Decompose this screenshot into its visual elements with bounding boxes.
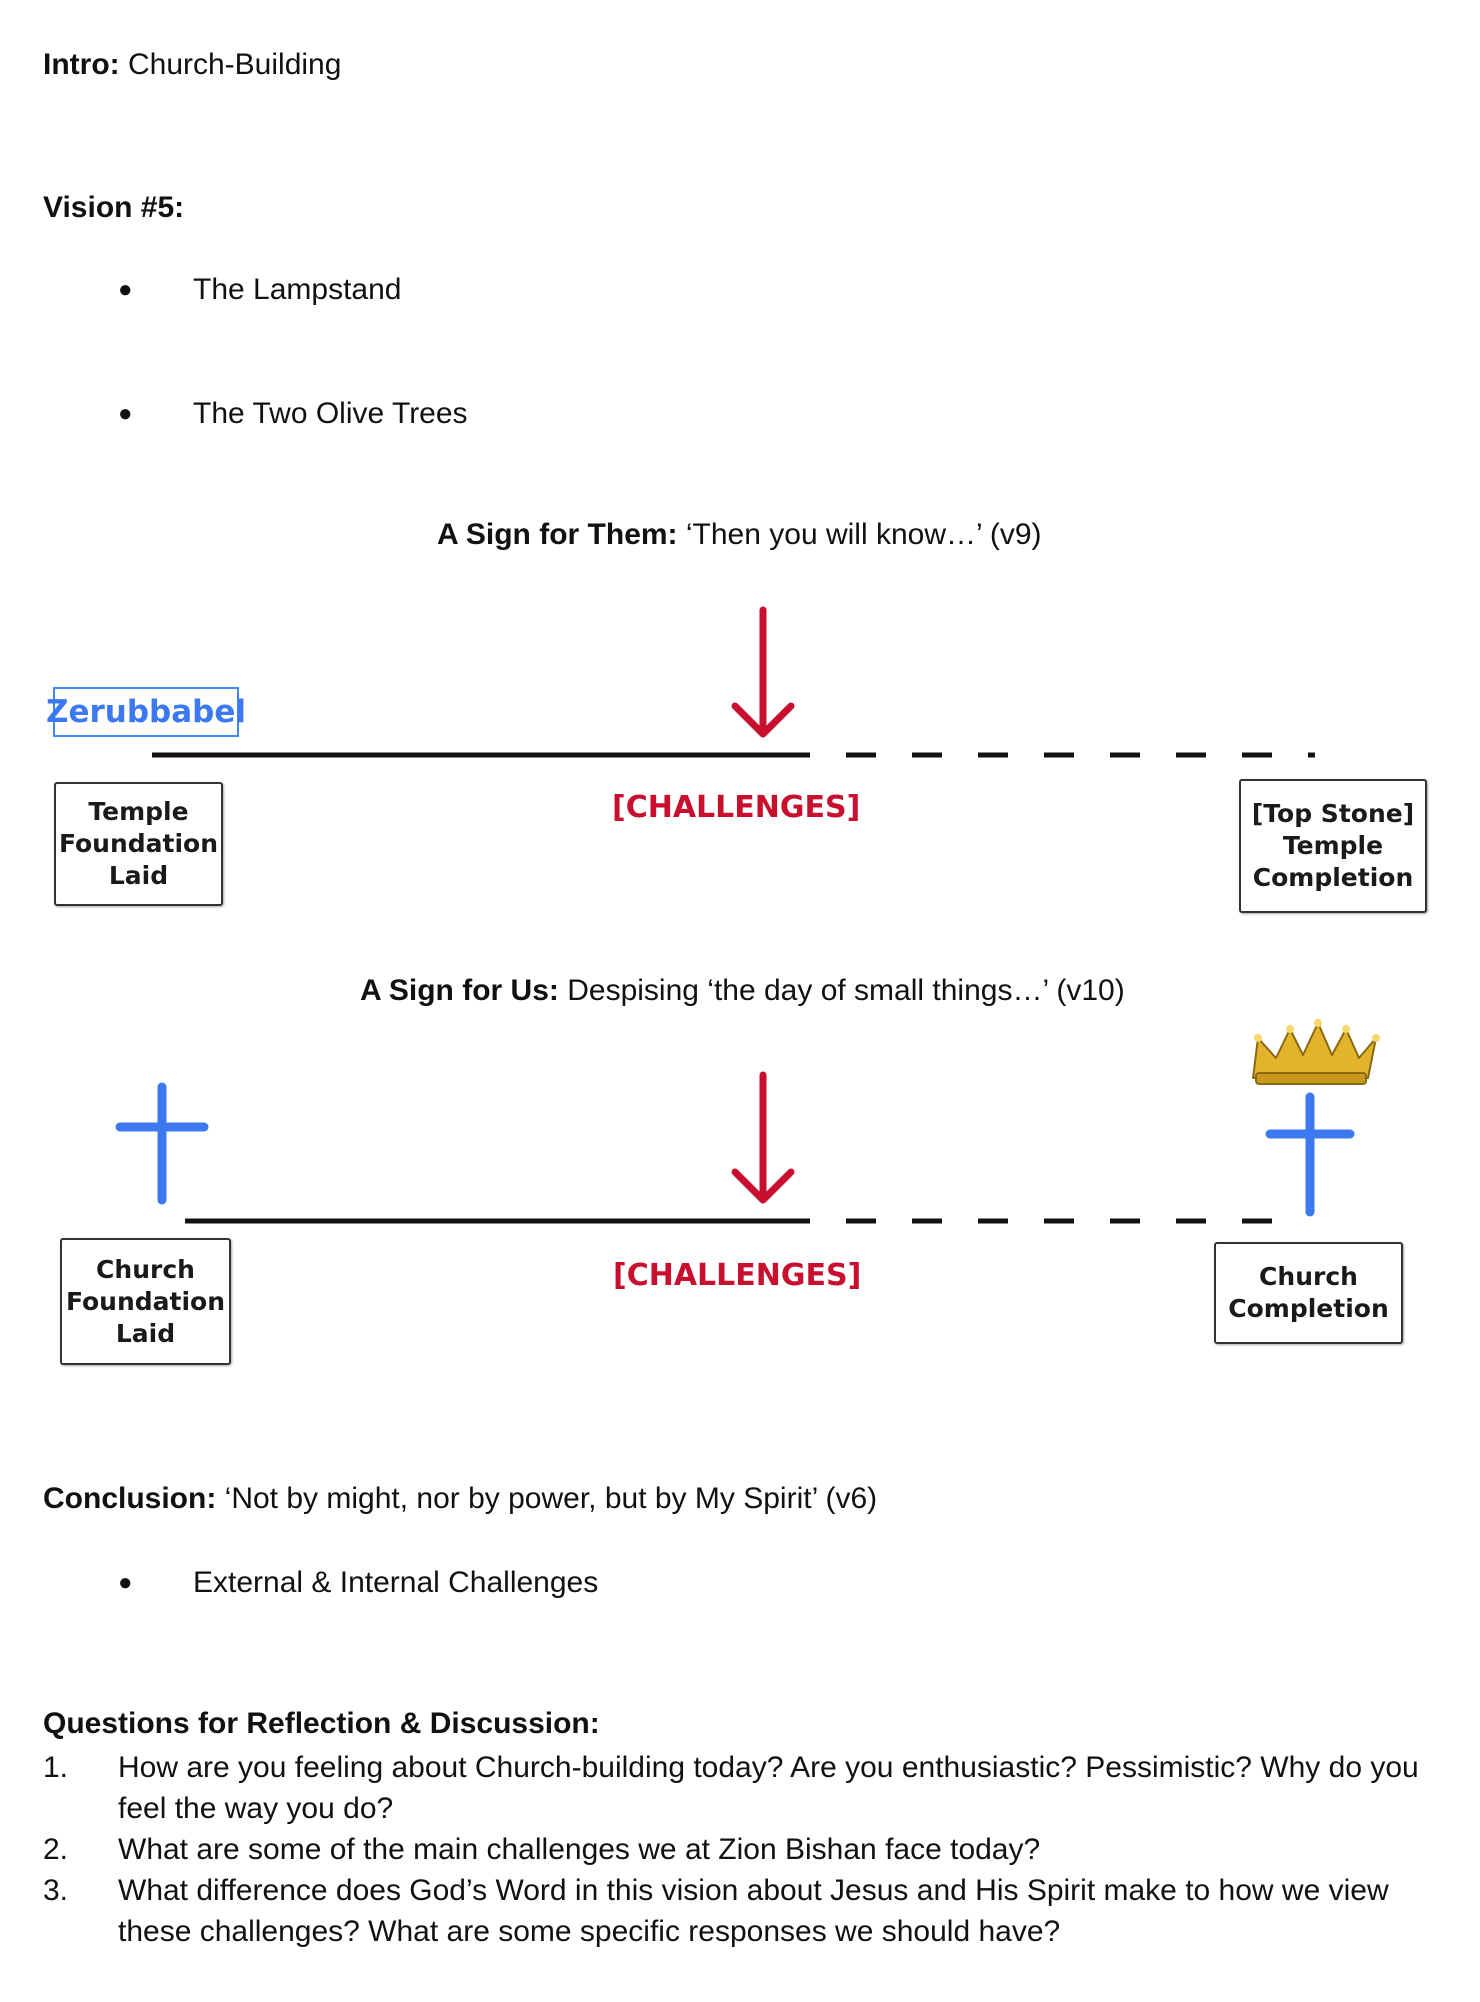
questions-heading: Questions for Reflection & Discussion: — [43, 1707, 600, 1740]
box-line: Temple — [88, 797, 189, 826]
box-line: [Top Stone] — [1251, 799, 1415, 828]
sign-them-label: A Sign for Them: — [437, 518, 678, 551]
sign-us-heading: A Sign for Us: Despising ‘the day of sma… — [360, 971, 1125, 1011]
sign-us-text: Despising ‘the day of small things…’ (v1… — [558, 974, 1125, 1007]
box-line: Laid — [115, 1318, 176, 1348]
church-completion-box: Church Completion — [1214, 1242, 1403, 1344]
timeline-1 — [152, 606, 1315, 758]
list-text: What difference does God’s Word in this … — [118, 1874, 1389, 1948]
sign-us-label: A Sign for Us: — [360, 974, 559, 1007]
list-text: How are you feeling about Church-buildin… — [118, 1751, 1419, 1825]
crown-icon — [1252, 1019, 1380, 1085]
box-line: Church — [1259, 1262, 1358, 1291]
conclusion-text: ‘Not by might, nor by power, but by My S… — [216, 1482, 878, 1515]
conclusion-bullet: External & Internal Challenges — [193, 1566, 599, 1599]
conclusion-line: Conclusion: ‘Not by might, nor by power,… — [43, 1479, 877, 1519]
temple-foundation-box: Temple Foundation Laid — [54, 782, 223, 906]
box-line: Completion — [1252, 863, 1414, 892]
challenges-label-1: [CHALLENGES] — [612, 790, 861, 825]
conclusion-label: Conclusion: — [43, 1482, 217, 1515]
intro-text: Church-Building — [119, 48, 342, 81]
church-foundation-box: Church Foundation Laid — [60, 1238, 231, 1365]
cross-icon — [1265, 1092, 1355, 1217]
bullet-dot: ● — [118, 400, 133, 427]
box-line: Laid — [108, 861, 169, 890]
sign-them-heading: A Sign for Them: ‘Then you will know…’ (… — [437, 515, 1042, 555]
sign-them-text: ‘Then you will know…’ (v9) — [677, 518, 1042, 551]
list-item: 1. How are you feeling about Church-buil… — [43, 1747, 1443, 1829]
list-item: 2. What are some of the main challenges … — [43, 1829, 1443, 1870]
box-line: Church — [96, 1254, 195, 1284]
list-number: 1. — [43, 1751, 69, 1784]
zerubbabel-tag: Zerubbabel — [46, 687, 246, 737]
list-text: What are some of the main challenges we … — [118, 1833, 1041, 1866]
vision-bullet-lampstand: The Lampstand — [193, 273, 402, 306]
intro-line: Intro: Church-Building — [43, 45, 341, 85]
bullet-dot: ● — [118, 1569, 133, 1596]
vision-bullet-olive-trees: The Two Olive Trees — [193, 397, 468, 430]
challenges-label-2: [CHALLENGES] — [613, 1258, 862, 1293]
intro-label: Intro: — [43, 48, 120, 81]
temple-completion-box: [Top Stone] Temple Completion — [1239, 779, 1427, 913]
box-line: Foundation — [65, 1286, 226, 1316]
box-line: Temple — [1282, 831, 1384, 860]
list-item: 3. What difference does God’s Word in th… — [43, 1870, 1443, 1952]
vision-heading: Vision #5: — [43, 191, 185, 224]
box-line: Foundation — [58, 829, 219, 858]
box-line: Completion — [1228, 1294, 1389, 1323]
list-number: 2. — [43, 1833, 69, 1866]
questions-list: 1. How are you feeling about Church-buil… — [43, 1747, 1443, 1952]
cross-icon — [115, 1082, 209, 1205]
down-arrow-icon — [731, 1071, 795, 1204]
list-number: 3. — [43, 1874, 69, 1907]
bullet-dot: ● — [118, 276, 133, 303]
down-arrow-icon — [731, 606, 795, 738]
timeline-2 — [115, 1019, 1380, 1224]
